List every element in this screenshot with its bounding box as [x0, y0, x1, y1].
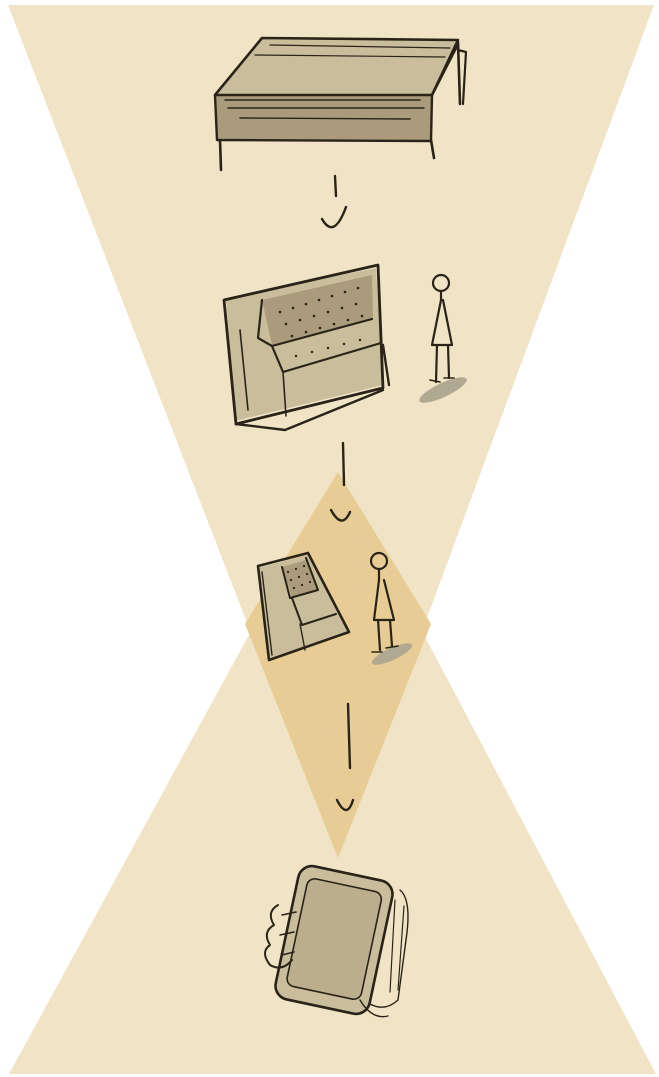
- diagram-canvas: [0, 0, 659, 1077]
- computing-evolution-diagram: [0, 0, 659, 1077]
